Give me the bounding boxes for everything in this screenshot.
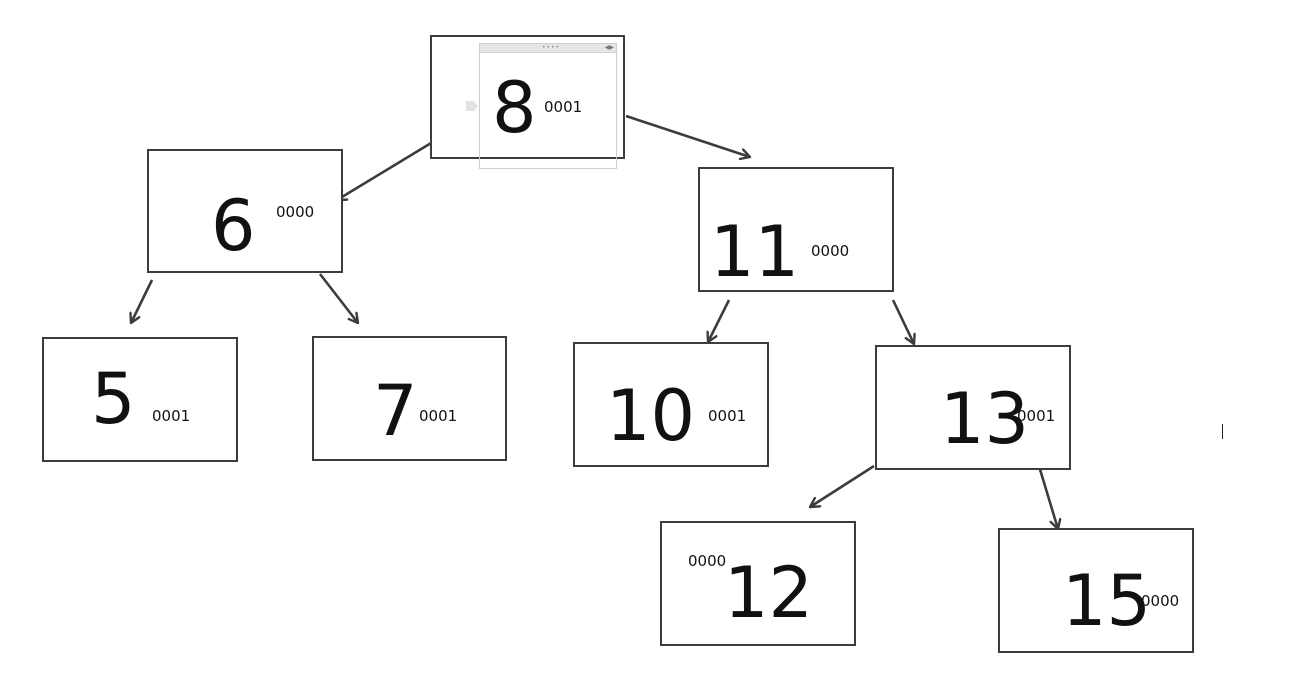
tree-node-6[interactable]: 6 0000 (147, 149, 343, 273)
node-value: 8 (492, 67, 537, 149)
node-value: 7 (373, 370, 418, 452)
edge-8-11 (625, 114, 750, 157)
tree-node-8[interactable]: 8 0001 (430, 35, 625, 159)
tree-node-11[interactable]: 11 0000 (698, 167, 894, 292)
node-value: 13 (940, 378, 1030, 460)
play-handle-icon[interactable] (466, 101, 478, 111)
node-value: 10 (606, 375, 696, 457)
edge-11-13 (891, 299, 914, 344)
overlay-title-bar[interactable]: •••• ◀▶ (480, 44, 616, 53)
tree-node-7[interactable]: 7 0001 (312, 336, 507, 461)
node-code: 0001 (544, 98, 583, 116)
tree-node-10[interactable]: 10 0001 (573, 342, 769, 467)
node-code: 0001 (152, 407, 191, 425)
node-code: 0001 (708, 407, 747, 425)
node-value: 11 (710, 211, 800, 293)
tree-node-12[interactable]: 12 0000 (660, 521, 856, 646)
grip-dots-icon[interactable]: •••• (542, 44, 561, 51)
tree-node-5[interactable]: 5 0001 (42, 337, 238, 462)
edge-13-15 (1037, 465, 1058, 529)
edge-6-5 (131, 279, 154, 323)
edge-8-6 (337, 135, 442, 200)
node-code: 0001 (1017, 407, 1056, 425)
node-code: 0001 (419, 407, 458, 425)
tree-node-15[interactable]: 15 0000 (998, 528, 1194, 653)
floating-toolbar-overlay[interactable]: •••• ◀▶ (479, 43, 617, 169)
edge-11-10 (708, 299, 731, 342)
node-code: 0000 (1141, 592, 1180, 610)
node-value: 6 (211, 185, 256, 267)
node-code: 0000 (276, 203, 315, 221)
edge-13-12 (810, 464, 875, 507)
edge-6-7 (318, 273, 358, 323)
node-value: 5 (91, 358, 136, 440)
node-code: 0000 (811, 242, 850, 260)
close-arrows-icon[interactable]: ◀▶ (604, 44, 614, 51)
text-caret-icon (1222, 424, 1223, 439)
node-value: 12 (724, 552, 814, 634)
node-value: 15 (1062, 560, 1152, 642)
tree-node-13[interactable]: 13 0001 (875, 345, 1071, 470)
node-code: 0000 (688, 552, 727, 570)
